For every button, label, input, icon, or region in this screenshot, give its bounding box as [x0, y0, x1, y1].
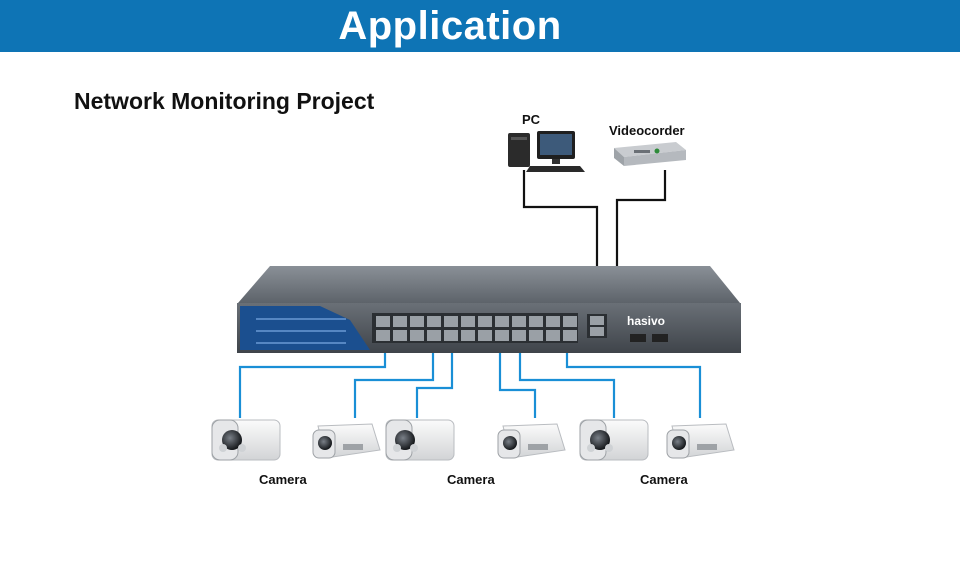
camera-cable-4: [498, 340, 537, 418]
camera-cable-2: [353, 340, 435, 418]
pc-label: PC: [522, 112, 541, 127]
camera-icon: [579, 419, 649, 461]
camera-icon: [666, 423, 735, 459]
pc-icon: [508, 131, 585, 172]
videocorder-icon: [614, 142, 686, 166]
switch-ports: [376, 316, 577, 341]
camera-icon: [312, 423, 381, 459]
camera-cable-3: [415, 340, 454, 418]
uplink-cables: [522, 170, 667, 320]
section-title: Network Monitoring Project: [74, 88, 375, 114]
camera-icon: [497, 423, 566, 459]
header-banner: Application: [0, 0, 960, 52]
camera-cables: [238, 340, 702, 418]
camera-cable-1: [238, 340, 387, 418]
videocorder-cable: [615, 170, 667, 320]
videocorder-label: Videocorder: [609, 123, 685, 138]
switch-brand: hasivo: [627, 314, 665, 328]
page-title: Application: [338, 3, 562, 48]
camera-cable-6: [565, 340, 702, 418]
camera-label-3: Camera: [640, 472, 688, 487]
pc-cable: [522, 170, 599, 320]
camera-label-1: Camera: [259, 472, 307, 487]
network-switch: hasivo: [237, 266, 741, 353]
camera-icon: [385, 419, 455, 461]
camera-label-2: Camera: [447, 472, 495, 487]
camera-icon: [211, 419, 281, 461]
camera-cable-5: [518, 340, 616, 418]
